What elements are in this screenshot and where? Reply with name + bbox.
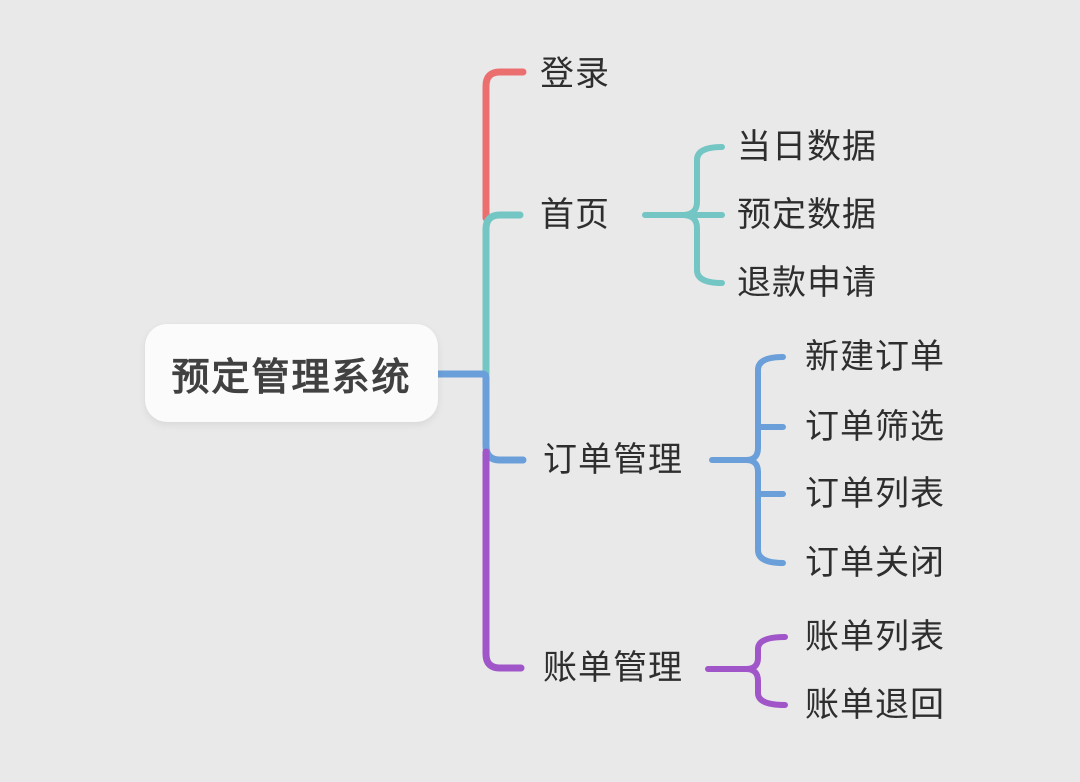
branch-line-home [482,211,524,378]
node-bill-return[interactable]: 账单退回 [805,686,945,724]
node-bill-management[interactable]: 账单管理 [543,649,683,687]
node-order-list[interactable]: 订单列表 [805,475,945,513]
branch-line-login [482,68,527,222]
root-node[interactable]: 预定管理系统 [145,324,438,422]
node-reservation-data[interactable]: 预定数据 [737,196,877,234]
node-new-order[interactable]: 新建订单 [805,338,945,376]
node-order-management[interactable]: 订单管理 [543,441,683,479]
order-children-ticks [755,424,786,497]
branch-line-order [434,370,527,464]
node-bill-list[interactable]: 账单列表 [805,618,945,656]
order-children-brace [743,354,786,566]
node-order-close[interactable]: 订单关闭 [805,544,945,582]
node-login[interactable]: 登录 [540,55,610,93]
branch-line-bill [482,448,525,672]
node-today-data[interactable]: 当日数据 [737,128,877,166]
node-order-filter[interactable]: 订单筛选 [805,408,945,446]
node-home[interactable]: 首页 [540,196,610,234]
node-refund-request[interactable]: 退款申请 [737,264,877,302]
home-children-brace [681,144,725,286]
root-node-label: 预定管理系统 [171,356,412,399]
bill-children-brace [743,634,788,708]
